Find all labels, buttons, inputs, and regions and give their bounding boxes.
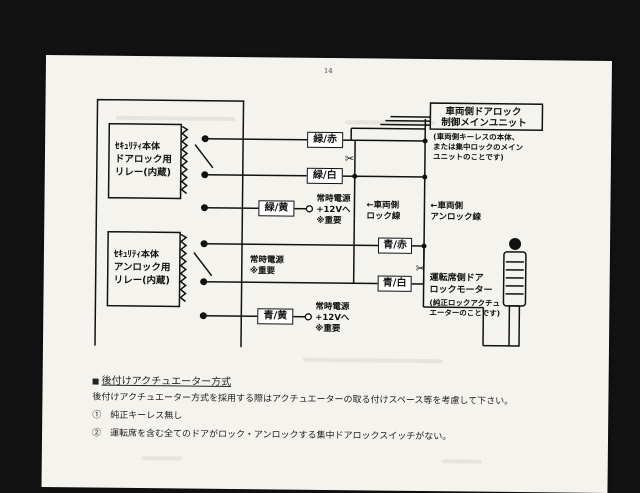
manual-page: 14 [41,55,611,493]
motor-title2: ロックモーター [430,285,493,297]
relay1-label-line1: ｾｷｭﾘﾃｨ本体 [115,142,160,153]
vehicle-unlock-wire-1: ←車両側 [430,201,463,212]
main-unit-note3: ユニットのことです) [433,152,504,163]
power-note-lower-2: +12Vへ [315,313,349,324]
section-title: 後付けアクチュエーター方式 [93,372,232,388]
motor-body [503,252,526,306]
section-title-text: 後付けアクチュエーター方式 [102,376,232,388]
relay2-label-line2: アンロック用 [114,262,171,274]
relay1-coil [182,126,188,193]
power-note-upper-1: 常時電源 [316,194,350,205]
vehicle-lock-wire-1: ←車両側 [366,200,399,211]
motor-shaft [509,306,519,346]
power-note-middle-2: ※重要 [250,266,275,277]
relay2-label-line3: リレー(内蔵) [114,275,170,287]
section-intro: 後付けアクチュエーター方式を採用する際はアクチュエーターの取る付けスペース等を考… [92,390,513,407]
scissors-icon: ✂ [345,152,354,165]
section-item-2: ② 運転席を含む全てのドアがロック・アンロックする集中ドアロックスイッチがない。 [92,426,451,443]
power-note-upper-3: ※重要 [316,216,341,227]
wire-label-green-yellow: 緑/黄 [258,200,294,216]
power-note-lower-3: ※重要 [315,324,340,335]
wire-blue-red [204,244,378,246]
power-note-middle-1: 常時電源 [250,255,284,266]
vehicle-lock-wire-2: ロック線 [366,211,400,222]
wire-label-blue-red: 青/赤 [378,238,412,254]
main-unit-title2: 制御メインユニット [441,117,527,129]
relay2-label-line1: ｾｷｭﾘﾃｨ本体 [114,250,159,261]
relay1-label-line3: リレー(内蔵) [115,167,171,179]
relay1-switch-arm [195,145,213,168]
wire-label-green-white: 緑/白 [307,168,343,184]
wire-blue-white [204,282,378,284]
relay2-coil [180,234,186,301]
motor-note2: エーターのことです) [429,308,500,319]
power-note-lower-1: 常時電源 [315,302,349,313]
wire-green-yellow [204,208,258,209]
wire-green-red [205,139,307,140]
power-note-upper-2: +12Vへ [316,205,350,216]
vehicle-unlock-wire-2: アンロック線 [430,212,481,224]
scissors-icon: ✂ [416,262,425,275]
bleed-through [442,459,482,463]
security-unit-frame [95,100,244,348]
bullet-square-icon [93,378,99,384]
main-unit-title1: 車両側ドアロック [445,106,521,118]
wire-label-green-red: 緑/赤 [307,132,343,148]
wire-blue-yellow [203,316,257,317]
bleed-through [142,456,182,460]
relay2-switch-arm [194,253,212,276]
wire-green-white [205,175,307,176]
wire-label-blue-white: 青/白 [378,276,412,292]
wire-label-blue-yellow: 青/黄 [257,308,293,324]
section-item-1: ① 純正キーレス無し [92,408,182,422]
motor-title1: 運転席側ドア [430,273,484,285]
relay1-label-line2: ドアロック用 [115,154,172,166]
